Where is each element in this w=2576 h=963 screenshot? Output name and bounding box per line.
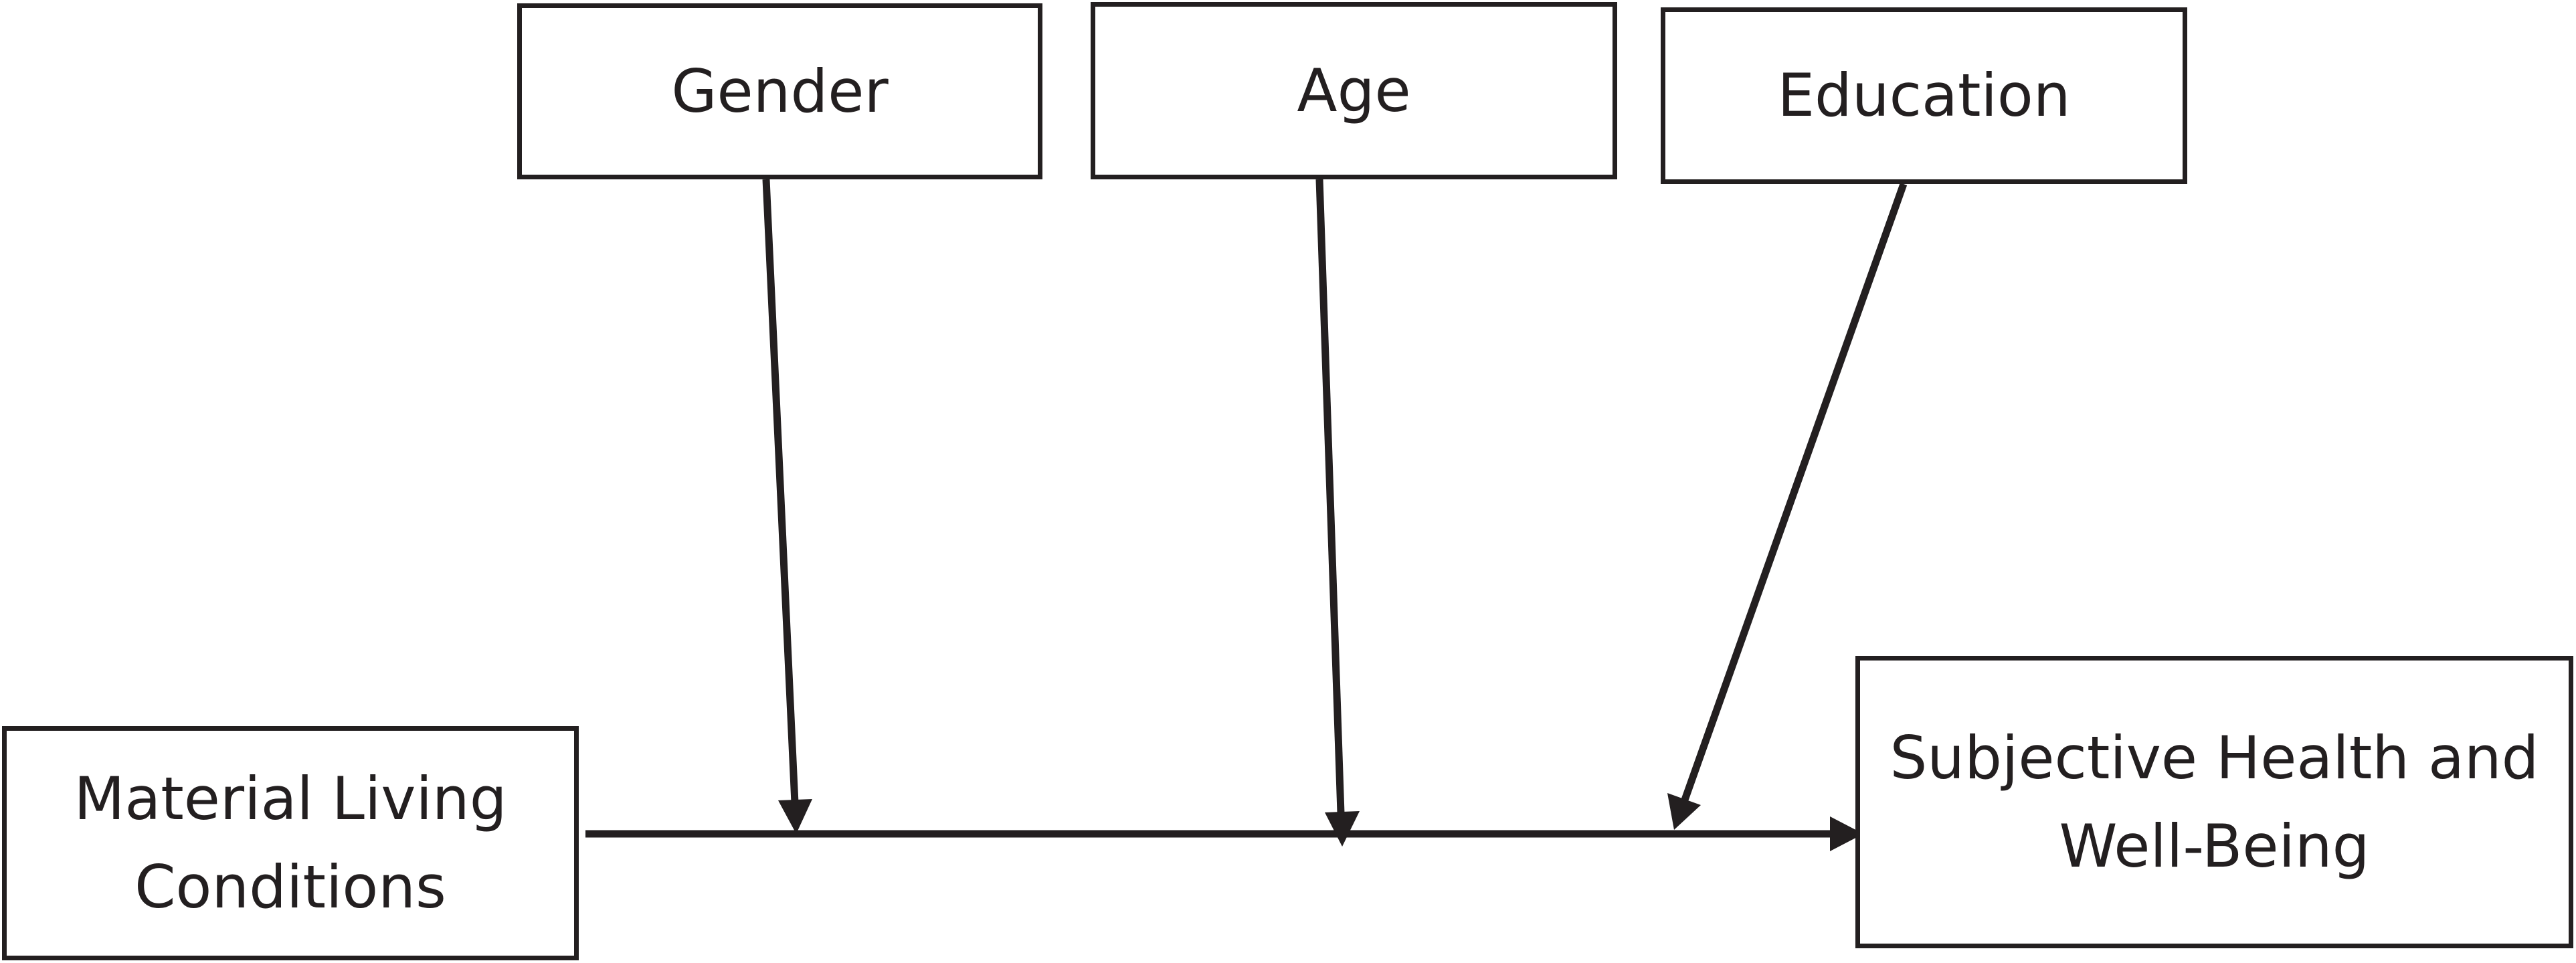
gender-node: Gender <box>517 3 1042 179</box>
education-node: Education <box>1661 7 2187 184</box>
subjective-health-label: Subjective Health and Well-Being <box>1890 723 2539 881</box>
main-path-arrowhead <box>1830 816 1863 851</box>
education-node-label: Education <box>1777 61 2071 130</box>
subjective-health-node: Subjective Health and Well-Being <box>1855 656 2573 948</box>
gender-moderation-arrowhead <box>778 799 812 834</box>
age-node: Age <box>1091 2 1617 179</box>
age-moderation-arrowhead <box>1325 811 1360 847</box>
education-moderation-arrow-line <box>1680 183 1908 803</box>
gender-node-label: Gender <box>671 56 889 126</box>
material-living-conditions-label: Material Living Conditions <box>74 764 507 922</box>
age-moderation-arrow-line <box>1315 179 1345 814</box>
education-moderation-arrowhead <box>1667 793 1701 830</box>
age-node-label: Age <box>1297 56 1411 125</box>
gender-moderation-arrow-line <box>762 179 799 804</box>
material-living-conditions-node: Material Living Conditions <box>2 726 579 960</box>
